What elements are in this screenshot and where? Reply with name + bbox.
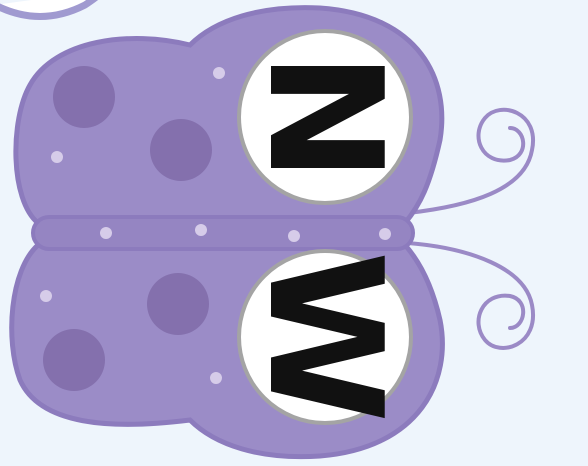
spot (150, 119, 212, 181)
dot (40, 290, 52, 302)
sparkle-dots (40, 67, 225, 384)
dot (100, 227, 112, 239)
wing-spots (43, 66, 212, 391)
letter-card-top-letter: N (234, 52, 416, 183)
dot (51, 151, 63, 163)
corner-bubble-icon (0, 0, 99, 20)
dot (210, 372, 222, 384)
body-dots (100, 224, 391, 242)
butterfly-body (31, 215, 415, 251)
spot (53, 66, 115, 128)
letter-card-top[interactable]: N (234, 29, 416, 205)
spot (147, 273, 209, 335)
dot (288, 230, 300, 242)
dot (213, 67, 225, 79)
antenna-curl-icon (406, 107, 536, 350)
dot (195, 224, 207, 236)
spot (43, 329, 105, 391)
letter-card-bottom-letter: W (234, 251, 416, 423)
dot (379, 228, 391, 240)
letter-card-bottom[interactable]: W (234, 249, 416, 425)
